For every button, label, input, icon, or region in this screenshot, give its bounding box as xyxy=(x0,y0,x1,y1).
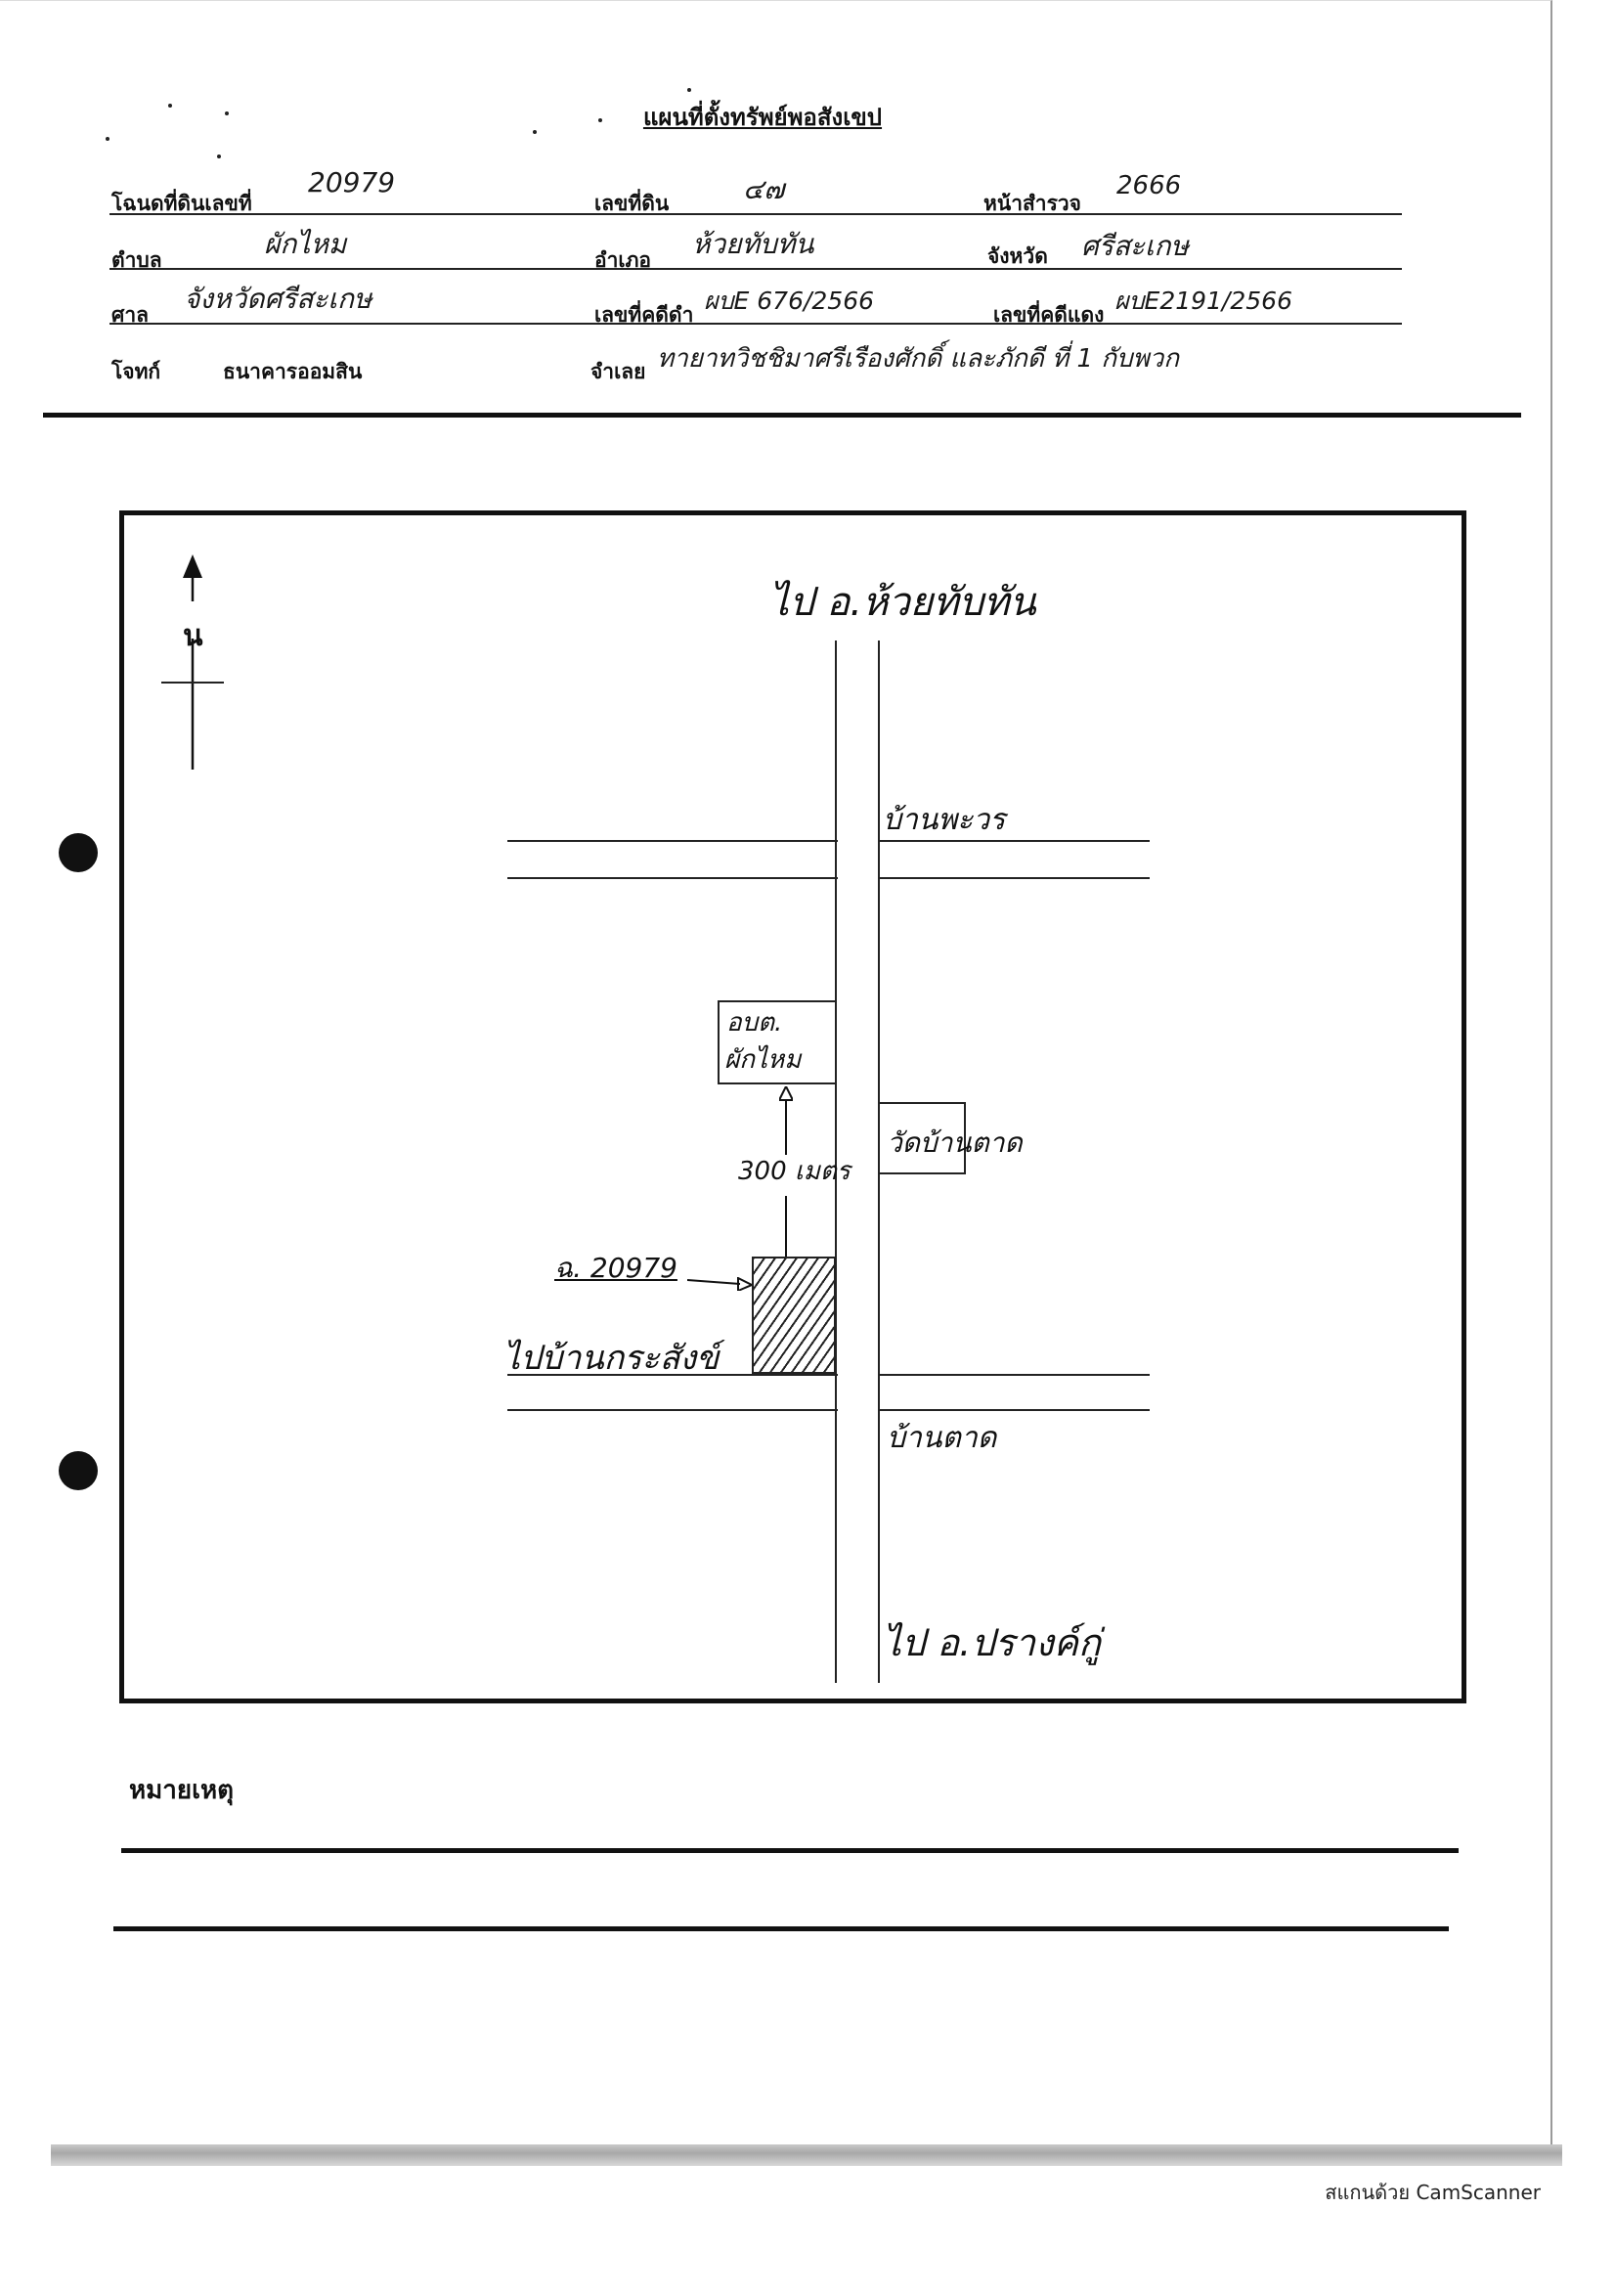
deed-value: 20979 xyxy=(308,166,396,199)
main-road-west-edge xyxy=(835,640,837,1683)
map-frame: น ไป อ.ห้วยทับทัน บ้านพะวร อบต. ผักไหม ว… xyxy=(119,510,1466,1703)
scan-speck xyxy=(217,155,221,158)
binder-hole xyxy=(59,833,98,872)
sao-label-line2: ผักไหม xyxy=(724,1045,802,1075)
parcel-pointer-icon xyxy=(686,1276,755,1293)
red-case-label: เลขที่คดีแดง xyxy=(993,302,1105,327)
remarks-line xyxy=(113,1926,1449,1931)
subdistrict-value: ผักไหม xyxy=(264,228,347,260)
binder-hole xyxy=(59,1451,98,1490)
red-case-value: ผบE2191/2566 xyxy=(1114,287,1292,315)
deed-label: โฉนดที่ดินเลขที่ xyxy=(111,191,252,215)
province-label: จังหวัด xyxy=(987,243,1048,268)
scan-speck xyxy=(106,137,109,141)
black-case-value: ผบE 676/2566 xyxy=(704,287,875,315)
header-divider xyxy=(43,413,1521,418)
village-south-label: บ้านตาด xyxy=(887,1421,997,1455)
village-north-label: บ้านพะวร xyxy=(883,803,1006,837)
to-south-label: ไป อ.ปรางค์กู่ xyxy=(883,1621,1102,1664)
district-label: อำเภอ xyxy=(594,247,652,272)
survey-page-label: หน้าสำรวจ xyxy=(983,191,1081,215)
document-page xyxy=(0,0,1552,2157)
temple-box xyxy=(880,1102,966,1174)
document-title: แผนที่ตั้งทรัพย์พอสังเขป xyxy=(642,103,883,131)
scan-speck xyxy=(687,88,691,92)
form-rule xyxy=(109,213,1402,215)
north-cross-road xyxy=(507,840,838,842)
to-west-label: ไปบ้านกระสังข์ xyxy=(503,1339,720,1378)
land-no-label: เลขที่ดิน xyxy=(594,191,670,215)
south-cross-road xyxy=(507,1409,838,1411)
court-value: จังหวัดศรีสะเกษ xyxy=(184,283,372,315)
scan-speck xyxy=(533,130,537,134)
defendant-label: จำเลย xyxy=(590,359,646,383)
plaintiff-label: โจทก์ xyxy=(111,359,161,383)
land-no-value: ๔๗ xyxy=(743,173,785,205)
north-crossbar xyxy=(161,682,224,684)
black-case-label: เลขที่คดีดำ xyxy=(594,302,694,327)
defendant-value: ทายาทวิชชิมาศรีเรืองศักดิ์ และภักดี ที่ … xyxy=(657,344,1179,374)
north-label: น xyxy=(183,619,203,653)
scanner-watermark: สแกนด้วย CamScanner xyxy=(1325,2181,1541,2204)
land-parcel-hatched xyxy=(752,1257,836,1374)
distance-label: 300 เมตร xyxy=(738,1157,851,1186)
court-label: ศาล xyxy=(111,302,149,327)
subdistrict-label: ตำบล xyxy=(111,247,162,272)
sao-label-line1: อบต. xyxy=(726,1008,783,1038)
scan-speck xyxy=(598,118,602,122)
north-arrow-icon xyxy=(183,554,202,770)
remarks-line xyxy=(121,1848,1459,1853)
south-cross-road xyxy=(507,1374,838,1376)
north-cross-road xyxy=(880,877,1150,879)
form-rule xyxy=(109,268,1402,270)
north-cross-road xyxy=(507,877,838,879)
remarks-label: หมายเหตุ xyxy=(129,1776,235,1805)
district-value: ห้วยทับทัน xyxy=(692,228,814,260)
survey-page-value: 2666 xyxy=(1116,171,1182,200)
main-road-east-edge xyxy=(878,640,880,1683)
south-cross-road xyxy=(880,1409,1150,1411)
scan-speck xyxy=(168,104,172,108)
to-north-label: ไป อ.ห้วยทับทัน xyxy=(769,580,1036,625)
province-value: ศรีสะเกษ xyxy=(1081,230,1189,262)
scan-edge-strip xyxy=(51,2144,1562,2166)
form-rule xyxy=(109,323,1402,325)
sao-box xyxy=(718,1000,837,1084)
south-cross-road xyxy=(880,1374,1150,1376)
north-cross-road xyxy=(880,840,1150,842)
parcel-label: ฉ. 20979 xyxy=(554,1252,677,1284)
temple-label: วัดบ้านตาด xyxy=(887,1126,1023,1159)
scan-speck xyxy=(225,111,229,115)
plaintiff-value: ธนาคารออมสิน xyxy=(223,359,363,383)
